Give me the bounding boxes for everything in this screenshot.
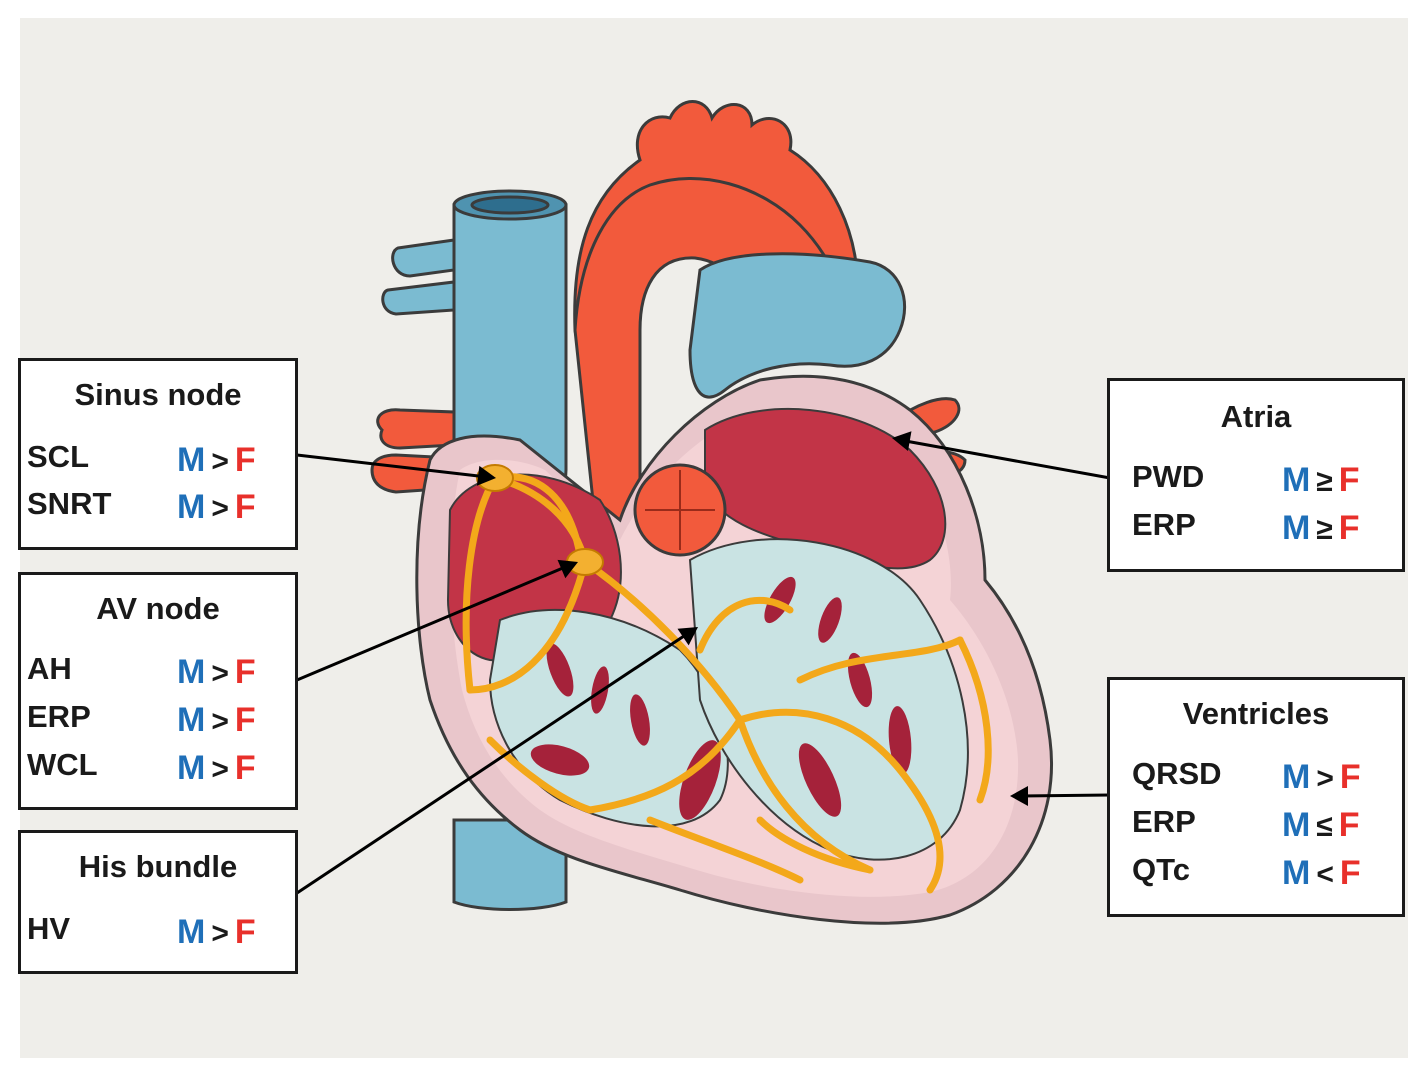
sinus-node-title: Sinus node [74,377,242,412]
comparison-operator: > [211,657,229,690]
param-label: AH [27,651,72,686]
arrow-sinus-node [296,453,488,479]
param-label: SNRT [27,486,112,521]
his-bundle-title: His bundle [78,849,238,884]
param-label: ERP [1132,804,1196,839]
ventricles-row-qrsd: QRSD M>F [1132,756,1402,796]
female-symbol: F [1339,854,1361,892]
male-symbol: M [177,441,206,479]
leader-lines [296,438,1111,895]
comparison-operator: > [211,917,229,950]
arrow-av-node [296,563,571,682]
female-symbol: F [1339,758,1361,796]
female-symbol: F [234,441,256,479]
arrowheads [476,431,1028,806]
comparison-operator: < [1316,858,1334,891]
param-label: ERP [27,699,91,734]
av-node-row-ah: AH M>F [27,651,295,691]
param-label: QRSD [1132,756,1222,791]
param-label: ERP [1132,507,1196,542]
left-ventricle [688,538,969,861]
male-symbol: M [1282,758,1311,796]
av-node-row-erp: ERP M>F [27,699,295,739]
pulmonary-artery [688,252,906,399]
male-symbol: M [1282,806,1311,844]
female-symbol: F [234,913,256,951]
param-label: SCL [27,439,89,474]
atria-box: Atria PWD M≥F ERP M≥F [1107,378,1405,572]
male-symbol: M [1282,461,1311,499]
his-bundle-row-hv: HV M>F [27,911,295,951]
param-label: WCL [27,747,98,782]
ventricles-box: Ventricles QRSD M>F ERP M≤F QTc M<F [1107,677,1405,917]
av-node-row-wcl: WCL M>F [27,747,295,787]
atria-row-erp: ERP M≥F [1132,507,1402,547]
female-symbol: F [234,701,256,739]
ventricles-title: Ventricles [1182,696,1330,731]
male-symbol: M [177,913,206,951]
ventricles-row-erp: ERP M≤F [1132,804,1402,844]
female-symbol: F [1338,509,1360,547]
atria-title: Atria [1220,399,1292,434]
arrow-his-bundle [296,630,691,895]
male-symbol: M [1282,509,1311,547]
male-symbol: M [177,749,206,787]
comparison-operator: > [211,705,229,738]
av-node-title: AV node [96,591,220,626]
comparison-operator: > [211,753,229,786]
female-symbol: F [234,653,256,691]
param-label: QTc [1132,852,1190,887]
ventricles-row-qtc: QTc M<F [1132,852,1402,892]
female-symbol: F [234,488,256,526]
atria-row-pwd: PWD M≥F [1132,459,1402,499]
left-atrium [704,408,947,570]
male-symbol: M [1282,854,1311,892]
param-label: HV [27,911,71,946]
av-node-box: AV node AH M>F ERP M>F WCL M>F [18,572,298,810]
comparison-operator: > [211,445,229,478]
arrow-atria [899,438,1111,480]
comparison-operator: > [1316,762,1334,795]
arrow-ventricles [1019,793,1111,798]
male-symbol: M [177,701,206,739]
male-symbol: M [177,653,206,691]
comparison-operator: > [211,492,229,525]
comparison-operator: ≥ [1316,513,1333,546]
sinus-node-box: Sinus node SCL M>F SNRT M>F [18,358,298,550]
male-symbol: M [177,488,206,526]
female-symbol: F [234,749,256,787]
female-symbol: F [1338,461,1360,499]
female-symbol: F [1338,806,1360,844]
sinus-node-row-snrt: SNRT M>F [27,486,295,526]
sinus-node-row-scl: SCL M>F [27,439,295,479]
comparison-operator: ≤ [1316,810,1333,843]
comparison-operator: ≥ [1316,465,1333,498]
his-bundle-box: His bundle HV M>F [18,830,298,974]
param-label: PWD [1132,459,1205,494]
